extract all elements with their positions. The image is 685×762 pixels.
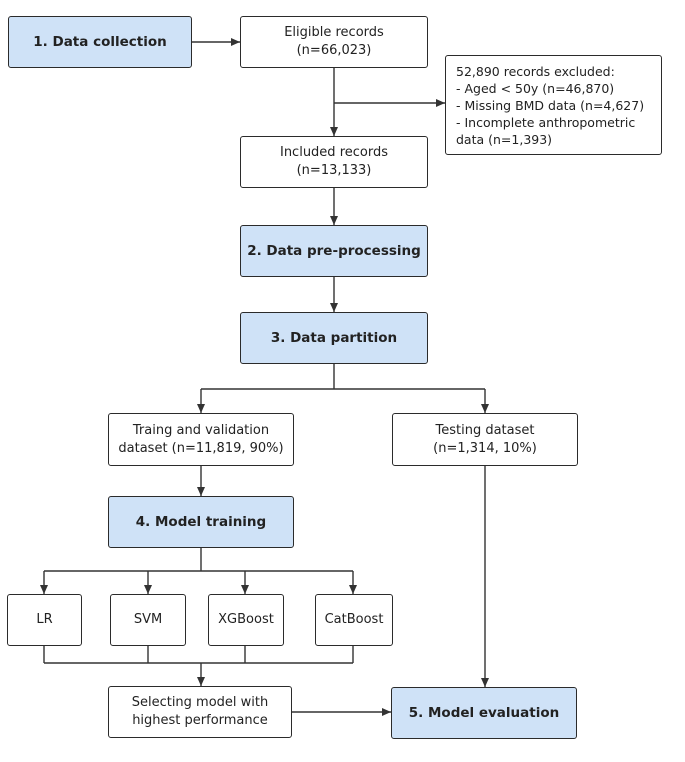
model-catboost-label: CatBoost: [324, 612, 384, 627]
model-catboost-box: CatBoost: [315, 594, 393, 646]
model-lr-box: LR: [7, 594, 82, 646]
testing-dataset-box: Testing dataset (n=1,314, 10%): [392, 413, 578, 466]
data-collection-label: 1. Data collection: [33, 34, 167, 50]
eligible-records-count: (n=66,023): [296, 43, 372, 58]
eligible-records-box: Eligible records (n=66,023): [240, 16, 428, 68]
included-records-count: (n=13,133): [296, 163, 372, 178]
data-preprocessing-box: 2. Data pre-processing: [240, 225, 428, 277]
model-selection-line2: highest performance: [132, 713, 268, 728]
model-selection-box: Selecting model with highest performance: [108, 686, 292, 738]
model-evaluation-label: 5. Model evaluation: [408, 705, 560, 721]
model-selection-line1: Selecting model with: [131, 695, 269, 710]
excluded-missing-bmd: - Missing BMD data (n=4,627): [456, 97, 645, 113]
model-xgboost-label: XGBoost: [218, 612, 274, 627]
model-lr-label: LR: [36, 612, 53, 627]
excluded-anthropometric: - Incomplete anthropometric: [456, 114, 636, 130]
included-records-label: Included records: [279, 145, 388, 160]
data-preprocessing-label: 2. Data pre-processing: [247, 243, 421, 259]
excluded-anthropometric-count: data (n=1,393): [456, 131, 553, 147]
data-collection-box: 1. Data collection: [8, 16, 192, 68]
model-xgboost-box: XGBoost: [208, 594, 284, 646]
data-partition-box: 3. Data partition: [240, 312, 428, 364]
excluded-age: - Aged < 50y (n=46,870): [456, 80, 615, 96]
training-dataset-label: Traing and validation: [132, 422, 270, 438]
training-dataset-box: Traing and validation dataset (n=11,819,…: [108, 413, 294, 466]
testing-dataset-label: Testing dataset: [435, 422, 535, 438]
training-dataset-count: dataset (n=11,819, 90%): [118, 440, 284, 456]
excluded-records-box: 52,890 records excluded: - Aged < 50y (n…: [445, 55, 662, 155]
eligible-records-label: Eligible records: [284, 25, 384, 40]
excluded-records-title: 52,890 records excluded:: [456, 63, 615, 79]
model-svm-box: SVM: [110, 594, 186, 646]
model-evaluation-box: 5. Model evaluation: [391, 687, 577, 739]
model-training-label: 4. Model training: [135, 514, 267, 530]
included-records-box: Included records (n=13,133): [240, 136, 428, 188]
data-partition-label: 3. Data partition: [270, 330, 398, 346]
testing-dataset-count: (n=1,314, 10%): [433, 440, 537, 456]
model-training-box: 4. Model training: [108, 496, 294, 548]
model-svm-label: SVM: [133, 612, 163, 627]
